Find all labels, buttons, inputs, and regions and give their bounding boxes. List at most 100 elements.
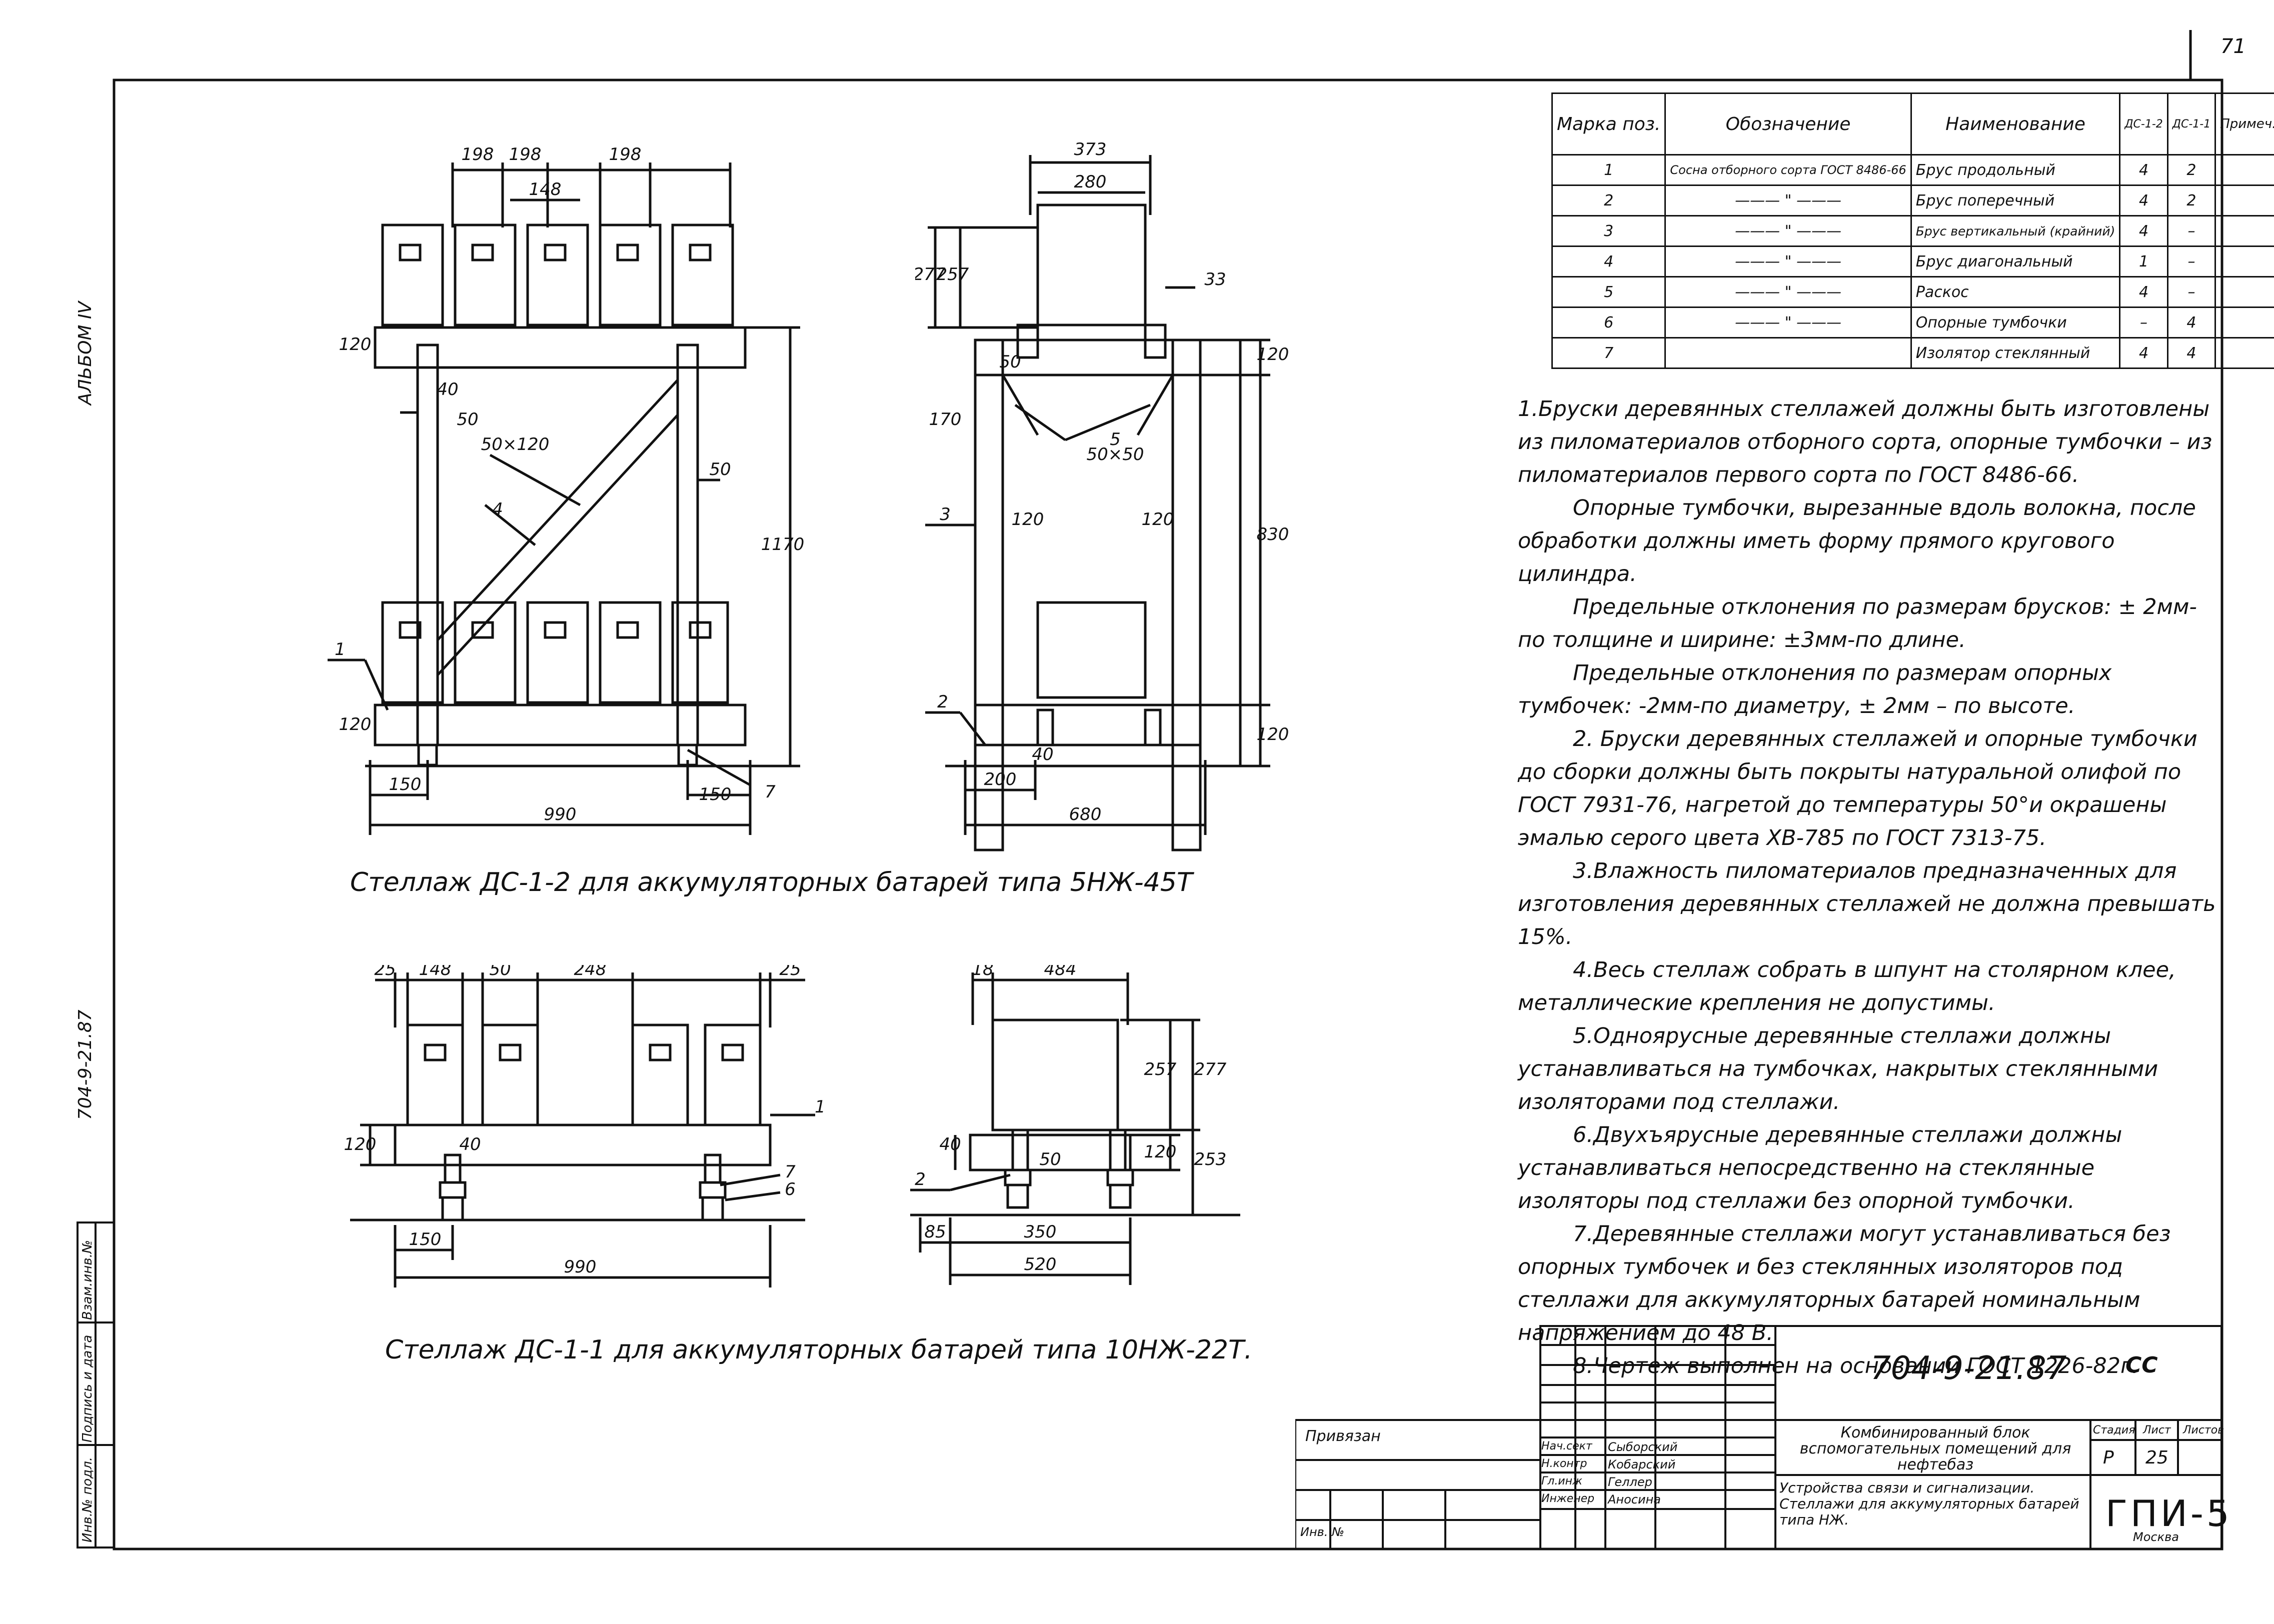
caption-ds11: Стеллаж ДС-1-1 для аккумуляторных батаре… bbox=[385, 1335, 1253, 1365]
battery-bottom-row bbox=[381, 601, 729, 704]
dim-150: 150 bbox=[409, 1230, 442, 1250]
caption-ds12: Стеллаж ДС-1-2 для аккумуляторных батаре… bbox=[350, 868, 1193, 898]
dim-198b: 198 bbox=[509, 144, 542, 164]
dim-120: 120 bbox=[1144, 1142, 1177, 1162]
person-4: Аносина bbox=[1608, 1492, 1661, 1506]
org-name: ГПИ-5 bbox=[2105, 1492, 2232, 1534]
note-item: 3.Влажность пиломатериалов предназначенн… bbox=[1518, 858, 2216, 950]
person-2: Кобарский bbox=[1608, 1458, 1676, 1472]
spec-table: Марка поз. Обозначение Наименование ДС-1… bbox=[1551, 92, 2274, 369]
note-item: 4.Весь стеллаж собрать в шпунт на столяр… bbox=[1518, 958, 2176, 1016]
title-block-grid bbox=[1295, 1325, 2222, 1550]
role-2: Н.контр bbox=[1541, 1458, 1587, 1470]
dim-198a: 198 bbox=[462, 144, 494, 164]
spec-row: 3 ——— " ——— Брус вертикальный (крайний) … bbox=[1551, 215, 2274, 247]
role-4: Инженер bbox=[1541, 1492, 1595, 1505]
spec-row: 4 ——— " ——— Брус диагональный 1 – bbox=[1551, 246, 2274, 278]
dim-40: 40 bbox=[939, 1134, 961, 1154]
spec-header-mark: Марка поз. bbox=[1551, 92, 1666, 156]
dim-25a: 25 bbox=[374, 965, 396, 980]
pos-7: 7 bbox=[785, 1162, 796, 1182]
dim-120: 120 bbox=[339, 334, 372, 354]
note-item: Предельные отклонения по размерам бруско… bbox=[1518, 594, 2197, 652]
dim-350: 350 bbox=[1024, 1222, 1057, 1242]
pos-4: 4 bbox=[492, 500, 503, 520]
spec-row: 5 ——— " ——— Раскос 4 – bbox=[1551, 276, 2274, 308]
spec-row: 2 ——— " ——— Брус поперечный 4 2 bbox=[1551, 184, 2274, 216]
dim-373: 373 bbox=[1074, 140, 1107, 160]
dim-1170: 1170 bbox=[761, 534, 805, 554]
spec-header-qty-1: ДС-1-2 bbox=[2119, 92, 2168, 156]
dim-50: 50 bbox=[999, 352, 1021, 372]
rack-ds12-front-view: 198 198 198 148 120 40 50 50×120 50 1170… bbox=[328, 144, 805, 835]
spec-header-designation: Обозначение bbox=[1664, 92, 1912, 156]
rack-ds11-front-view: 25 148 50 248 25 120 40 1 7 6 150 990 bbox=[344, 965, 826, 1288]
note-item: 5.Одноярусные деревянные стеллажи должны… bbox=[1518, 1024, 2158, 1114]
dim-50x120: 50×120 bbox=[481, 434, 550, 454]
sheet-number: 71 bbox=[2220, 35, 2246, 58]
doc-code: 704-9-21.87 bbox=[1870, 1350, 2067, 1387]
dim-150a: 150 bbox=[389, 774, 422, 794]
dim-120a: 120 bbox=[1257, 344, 1289, 364]
spec-row: 7 Изолятор стеклянный 4 4 bbox=[1551, 337, 2274, 369]
spec-header-name: Наименование bbox=[1910, 92, 2121, 156]
dim-150b: 150 bbox=[699, 784, 732, 804]
note-item: 1.Бруски деревянных стеллажей должны быт… bbox=[1518, 396, 2212, 488]
person-1: Сыборский bbox=[1608, 1440, 1678, 1454]
dim-120b: 120 bbox=[339, 714, 372, 734]
pos-2: 2 bbox=[937, 692, 948, 712]
stage-label: Стадия bbox=[2093, 1424, 2135, 1436]
dim-990: 990 bbox=[544, 804, 577, 824]
spec-header-qty-2: ДС-1-1 bbox=[2166, 92, 2216, 156]
project-title: Комбинированный блок вспомогательных пом… bbox=[1799, 1424, 2071, 1474]
dim-120b: 120 bbox=[1012, 510, 1044, 530]
dim-85: 85 bbox=[924, 1222, 946, 1242]
dim-50b: 50 bbox=[709, 460, 731, 480]
dim-253: 253 bbox=[1194, 1150, 1227, 1170]
dim-120: 120 bbox=[344, 1134, 377, 1154]
album-label: АЛЬБОМ IV bbox=[75, 301, 96, 405]
dim-990: 990 bbox=[564, 1257, 597, 1277]
pos-2: 2 bbox=[915, 1170, 926, 1190]
stage-value: Р bbox=[2103, 1448, 2114, 1468]
spec-row: 1 Сосна отборного сорта ГОСТ 8486-66 Бру… bbox=[1551, 154, 2274, 186]
pos-5: 5 bbox=[1110, 430, 1121, 450]
pos-3: 3 bbox=[940, 504, 951, 524]
notes-block: 1.Бруски деревянных стеллажей должны быт… bbox=[1518, 392, 2218, 1382]
note-item: 6.Двухъярусные деревянные стеллажи должн… bbox=[1518, 1122, 2122, 1214]
dim-50: 50 bbox=[1039, 1150, 1061, 1170]
bound-label: Привязан bbox=[1305, 1428, 1381, 1445]
side-code-label: 704-9-21.87 bbox=[75, 1010, 96, 1120]
dim-33: 33 bbox=[1204, 270, 1226, 290]
dim-280: 280 bbox=[1074, 172, 1107, 192]
dim-40: 40 bbox=[437, 380, 458, 400]
spec-row: 6 ——— " ——— Опорные тумбочки – 4 bbox=[1551, 306, 2274, 338]
person-3: Геллер bbox=[1608, 1475, 1652, 1489]
dim-680: 680 bbox=[1069, 804, 1102, 824]
dim-484: 484 bbox=[1044, 965, 1077, 980]
dim-18: 18 bbox=[972, 965, 993, 980]
dim-50: 50 bbox=[489, 965, 511, 980]
dim-120c: 120 bbox=[1142, 510, 1174, 530]
dim-520: 520 bbox=[1024, 1254, 1057, 1274]
dim-120d: 120 bbox=[1257, 724, 1289, 744]
dim-830: 830 bbox=[1257, 524, 1289, 544]
dim-25b: 25 bbox=[779, 965, 801, 980]
dim-277: 277 bbox=[1194, 1060, 1227, 1080]
battery-top-row bbox=[381, 224, 734, 326]
sheet-label: Лист bbox=[2143, 1424, 2171, 1436]
dim-257: 257 bbox=[1144, 1060, 1177, 1080]
inv-label: Инв. № bbox=[1300, 1525, 1345, 1539]
dim-148: 148 bbox=[529, 180, 562, 200]
note-item: Опорные тумбочки, вырезанные вдоль волок… bbox=[1518, 496, 2196, 586]
note-item: Предельные отклонения по размерам опорны… bbox=[1518, 660, 2112, 718]
dim-257: 257 bbox=[937, 264, 969, 284]
org-city: Москва bbox=[2133, 1530, 2179, 1544]
dim-277: 277 bbox=[915, 264, 946, 284]
stamp-label-sign: Подпись и дата bbox=[80, 1334, 95, 1442]
spec-header-note: Примеч. bbox=[2214, 92, 2274, 156]
pos-6: 6 bbox=[785, 1180, 796, 1200]
note-item: 7.Деревянные стеллажи могут устанавливат… bbox=[1518, 1222, 2171, 1346]
sheet-value: 25 bbox=[2145, 1448, 2168, 1468]
dim-40: 40 bbox=[1032, 744, 1053, 764]
